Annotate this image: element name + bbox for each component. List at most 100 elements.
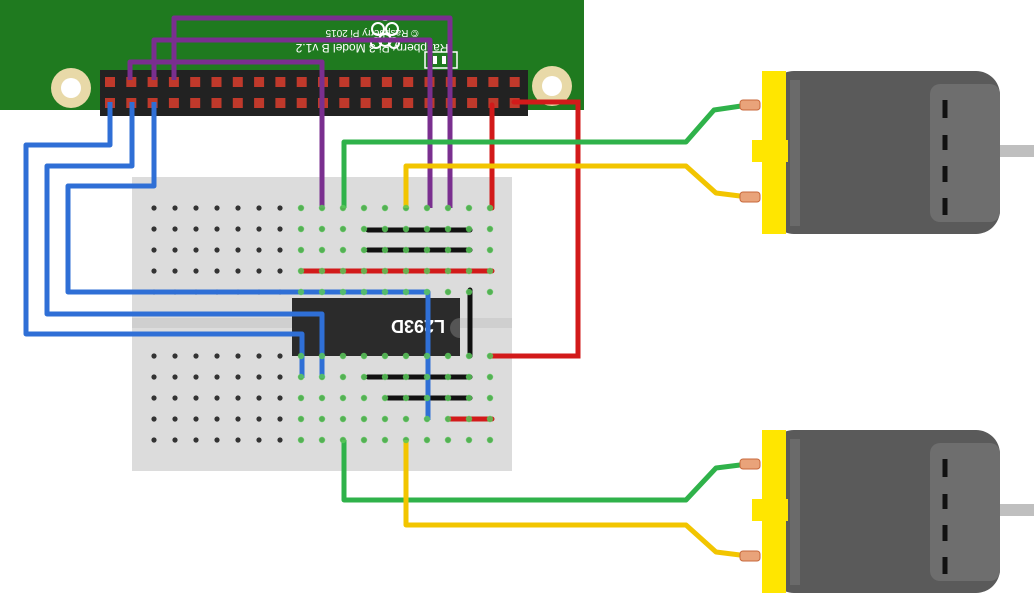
- breadboard-hole: [277, 374, 283, 380]
- connected-hole: [318, 246, 326, 254]
- breadboard-hole: [235, 226, 241, 232]
- connected-hole: [465, 288, 473, 296]
- breadboard-hole: [214, 247, 220, 253]
- connected-hole: [465, 394, 473, 402]
- connected-hole: [444, 415, 452, 423]
- gpio-pin: [168, 98, 179, 108]
- breadboard-hole: [235, 374, 241, 380]
- connected-hole: [339, 352, 347, 360]
- breadboard-hole: [193, 353, 199, 359]
- connected-hole: [360, 436, 368, 444]
- wire-end-markers: [297, 204, 494, 444]
- gpio-pin: [275, 77, 286, 87]
- breadboard-hole: [151, 353, 157, 359]
- connected-hole: [423, 288, 431, 296]
- connected-hole: [486, 267, 494, 275]
- connected-hole: [465, 204, 473, 212]
- breadboard-hole: [193, 437, 199, 443]
- connected-hole: [360, 204, 368, 212]
- breadboard-hole: [277, 437, 283, 443]
- gpio-pin: [232, 98, 243, 108]
- connected-hole: [444, 204, 452, 212]
- connected-hole: [381, 415, 389, 423]
- dc-motor-bottom: [739, 430, 1034, 593]
- connected-hole: [444, 267, 452, 275]
- connected-hole: [423, 267, 431, 275]
- connected-hole: [486, 225, 494, 233]
- breadboard-hole: [256, 247, 262, 253]
- connected-hole: [402, 267, 410, 275]
- connected-hole: [465, 246, 473, 254]
- breadboard-hole: [151, 437, 157, 443]
- breadboard-hole: [256, 437, 262, 443]
- connected-hole: [360, 246, 368, 254]
- gpio-pin: [360, 98, 371, 108]
- breadboard-hole: [151, 247, 157, 253]
- connected-hole: [297, 246, 305, 254]
- breadboard-hole: [214, 416, 220, 422]
- breadboard-hole: [172, 247, 178, 253]
- connected-hole: [423, 394, 431, 402]
- gpio-pin: [105, 77, 115, 87]
- breadboard-hole: [193, 226, 199, 232]
- connected-hole: [381, 394, 389, 402]
- breadboard-hole: [256, 205, 262, 211]
- breadboard-hole: [214, 268, 220, 274]
- connected-hole: [486, 288, 494, 296]
- gpio-pin: [211, 98, 222, 108]
- connected-hole: [381, 436, 389, 444]
- breadboard-hole: [151, 268, 157, 274]
- breadboard-hole: [256, 353, 262, 359]
- connected-hole: [444, 394, 452, 402]
- connected-hole: [360, 394, 368, 402]
- breadboard-hole: [172, 226, 178, 232]
- connected-hole: [381, 288, 389, 296]
- connected-hole: [318, 225, 326, 233]
- breadboard-hole: [277, 395, 283, 401]
- breadboard-hole: [214, 353, 220, 359]
- connected-hole: [402, 415, 410, 423]
- breadboard-hole: [172, 268, 178, 274]
- connected-hole: [318, 267, 326, 275]
- connected-hole: [339, 204, 347, 212]
- connected-hole: [444, 436, 452, 444]
- connected-hole: [381, 352, 389, 360]
- gpio-pin: [403, 77, 414, 87]
- breadboard-hole: [214, 374, 220, 380]
- connected-hole: [318, 394, 326, 402]
- connected-hole: [486, 373, 494, 381]
- breadboard-hole: [193, 247, 199, 253]
- breadboard-hole: [235, 247, 241, 253]
- breadboard-hole: [172, 437, 178, 443]
- breadboard-hole: [214, 395, 220, 401]
- breadboard-hole: [256, 395, 262, 401]
- connected-hole: [339, 288, 347, 296]
- breadboard-hole: [256, 268, 262, 274]
- motor-wires: [341, 102, 749, 559]
- breadboard-hole: [193, 416, 199, 422]
- chip-label: L293D: [391, 316, 445, 336]
- connected-hole: [486, 204, 494, 212]
- connected-hole: [444, 352, 452, 360]
- breadboard-hole: [193, 205, 199, 211]
- connected-hole: [423, 204, 431, 212]
- gpio-pin: [211, 77, 222, 87]
- gpio-pin: [339, 98, 350, 108]
- breadboard-hole: [214, 205, 220, 211]
- breadboard-hole: [151, 226, 157, 232]
- gpio-pin: [232, 77, 243, 87]
- gpio-pin: [296, 98, 307, 108]
- connected-hole: [339, 246, 347, 254]
- connected-hole: [486, 436, 494, 444]
- control-wires: [23, 102, 431, 420]
- connected-hole: [465, 436, 473, 444]
- breadboard-hole: [235, 205, 241, 211]
- connected-hole: [297, 394, 305, 402]
- connected-hole: [297, 352, 305, 360]
- connected-hole: [402, 352, 410, 360]
- gpio-pin: [360, 77, 371, 87]
- breadboard-hole: [172, 374, 178, 380]
- gpio-pin: [381, 98, 392, 108]
- connected-hole: [465, 225, 473, 233]
- connected-hole: [423, 415, 431, 423]
